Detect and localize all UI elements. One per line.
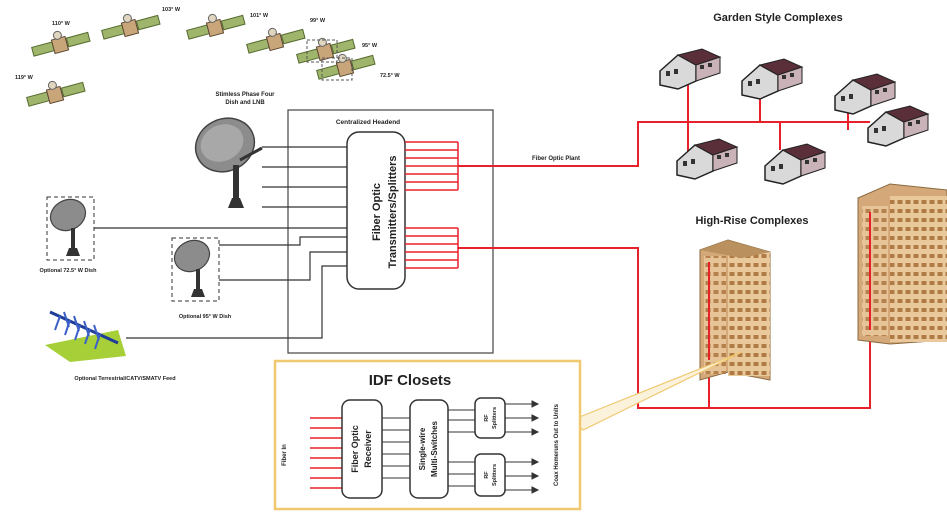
multi-switch-module <box>409 399 449 499</box>
stimless-dish-label: Stimless Phase Four <box>215 92 275 98</box>
optional-72-dish-icon <box>46 196 95 261</box>
satellite-label: 119° W <box>15 75 34 81</box>
satellite-label: 95° W <box>362 43 378 49</box>
satellite-icon <box>23 73 87 110</box>
fiber-optic-plant-label: Fiber Optic Plant <box>532 156 580 162</box>
stimless-dish-label: Dish and LNB <box>225 100 265 106</box>
riser-fiber <box>708 212 871 360</box>
optional-72-dish-label: Optional 72.5° W Dish <box>40 268 98 274</box>
coax-out-label: Coax Homeruns Out to Units <box>554 403 560 486</box>
switch-to-splitter-lines <box>448 409 475 487</box>
satellite-label: 99° W <box>310 18 326 24</box>
terrestrial-antenna-icon <box>45 310 126 362</box>
satellite-icon <box>28 23 92 60</box>
optional-95-dish-icon <box>171 237 220 302</box>
headend-module-label: Fiber Optic <box>371 183 383 241</box>
fiber-optic-plant-lines <box>458 80 871 409</box>
multiswitch-label: Single-wire <box>418 427 427 470</box>
high-rise-building-icon <box>699 239 771 381</box>
receiver-label: Receiver <box>363 430 373 468</box>
idf-callout <box>570 351 743 431</box>
centralized-headend-title: Centralized Headend <box>336 119 400 126</box>
stimless-dish-icon <box>194 117 263 208</box>
garden-house-icon <box>741 58 803 100</box>
satellite-label: 72.5° W <box>380 73 400 79</box>
garden-house-icon <box>867 105 929 147</box>
satellite-icon <box>98 6 162 43</box>
satellite-label: 103° W <box>162 7 181 13</box>
rf-splitter-label: Splitters <box>492 407 498 429</box>
garden-house-icon <box>659 48 721 90</box>
rf-splitter-label: RF <box>484 414 490 422</box>
coax-output-arrows <box>505 400 540 494</box>
headend-module-label: Transmitters/Splitters <box>387 155 399 268</box>
rf-splitter-label: RF <box>484 471 490 479</box>
fiber-optic-receiver-module <box>341 399 383 499</box>
idf-fiber-inputs <box>310 417 342 489</box>
coax-input-lines <box>94 146 347 339</box>
multiswitch-label: Multi-Switches <box>430 420 439 477</box>
headend-fiber-fanout <box>405 141 459 269</box>
receiver-to-switch-lines <box>382 417 410 479</box>
satellite-label: 110° W <box>52 21 71 27</box>
rf-splitter-label: Splitters <box>492 464 498 486</box>
terrestrial-feed-label: Optional Terrestrial/CATV/SMATV Feed <box>74 376 175 382</box>
fiber-optic-transmitters-module <box>346 131 406 290</box>
fiber-in-label: Fiber In <box>282 444 288 466</box>
rf-splitter-module <box>474 453 506 497</box>
garden-house-icon <box>834 73 896 115</box>
garden-house-icon <box>764 143 826 185</box>
receiver-label: Fiber Optic <box>350 425 360 473</box>
satellite-icon <box>243 20 307 57</box>
satellite-label: 101° W <box>250 13 269 19</box>
centralized-headend-box <box>287 109 494 354</box>
garden-house-icon <box>676 138 738 180</box>
high-rise-title: High-Rise Complexes <box>695 215 808 227</box>
high-rise-building-icon <box>857 183 947 345</box>
satellite-icon <box>183 6 247 43</box>
satellite-constellation: 110° W 103° W 101° W 99° W 95° W 72.5° W… <box>15 6 400 110</box>
optional-95-dish-label: Optional 95° W Dish <box>179 314 232 320</box>
idf-closets-title: IDF Closets <box>369 372 452 389</box>
rf-splitter-module <box>474 397 506 439</box>
garden-style-title: Garden Style Complexes <box>713 12 843 24</box>
